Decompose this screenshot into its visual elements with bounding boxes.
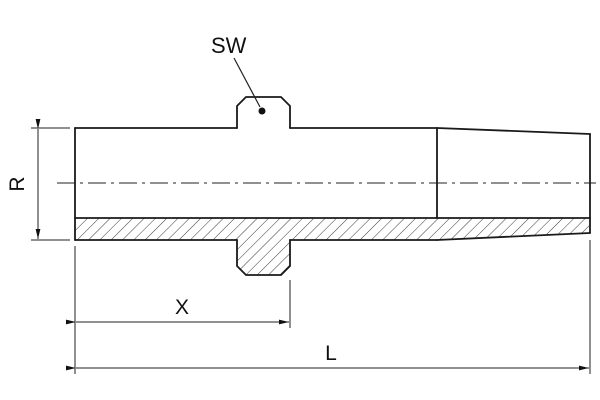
part-outline	[74, 96, 591, 276]
label-l: L	[325, 342, 337, 365]
dimension-l: L	[66, 240, 591, 374]
taper-bottom	[436, 232, 591, 241]
dimension-x: X	[66, 246, 291, 374]
label-x: X	[175, 296, 189, 319]
dimension-r: R	[6, 119, 70, 241]
hex-nut-lower	[236, 239, 291, 276]
label-sw: SW	[211, 33, 247, 58]
hex-nut-upper	[236, 96, 291, 129]
leader-line-sw	[233, 57, 261, 108]
leader-sw: SW	[211, 33, 266, 115]
leader-dot-sw	[258, 107, 266, 115]
section-hatching	[75, 218, 590, 275]
label-r: R	[6, 176, 29, 191]
taper-top	[436, 127, 591, 135]
